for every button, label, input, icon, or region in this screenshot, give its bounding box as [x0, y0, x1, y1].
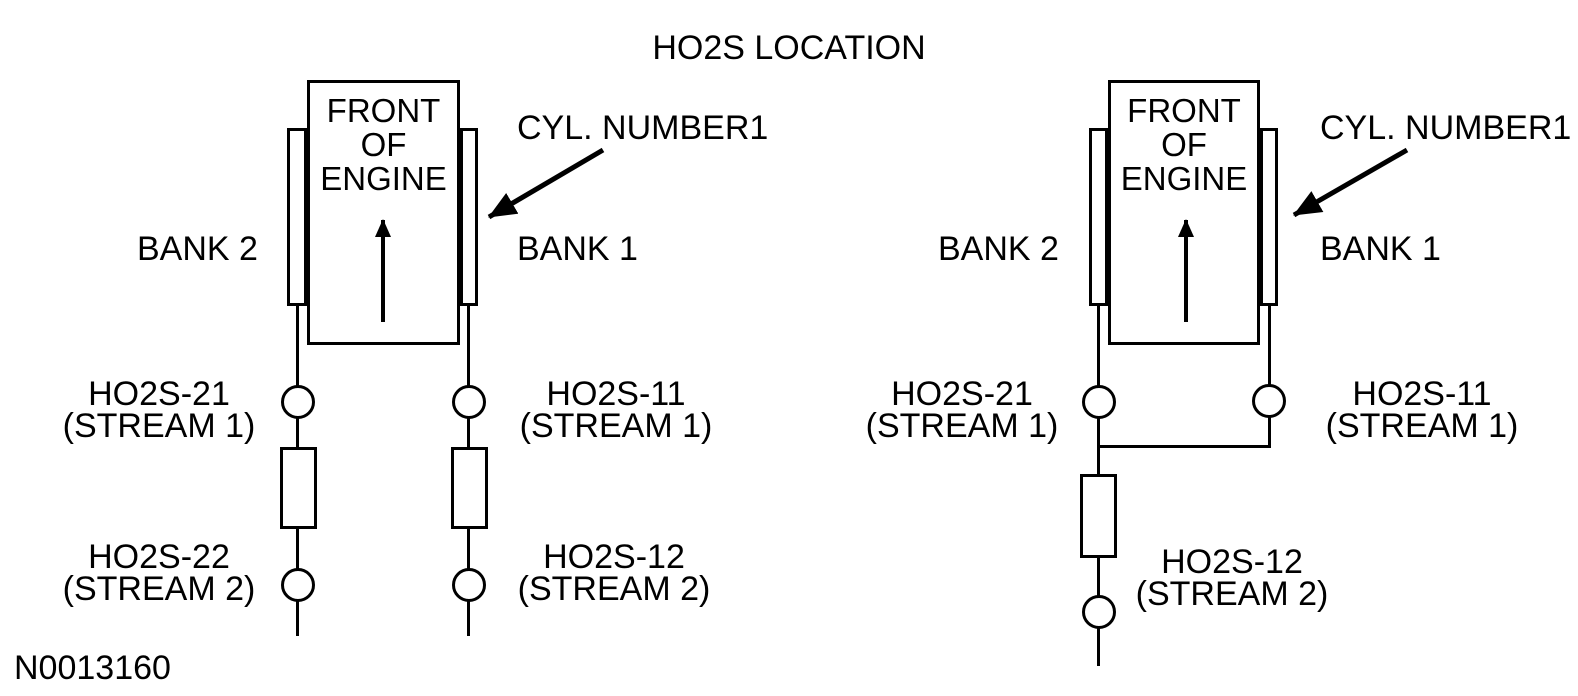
sensor-stream: (STREAM 1) [865, 407, 1059, 445]
right-diagram-front-of-engine-label: FRONT OF ENGINE [1108, 94, 1260, 196]
right-diagram-bank2-label: BANK 2 [938, 230, 1059, 268]
left-diagram-sensor-ho2s11-circle [452, 385, 486, 419]
right-diagram-bank1-rail [1260, 128, 1278, 306]
right-diagram-sensor-ho2s11-circle [1252, 384, 1286, 418]
right-diagram-label-ho2s12: HO2S-12 (STREAM 2) [1122, 543, 1342, 613]
right-diagram-label-ho2s21: HO2S-21 (STREAM 1) [852, 375, 1072, 445]
sensor-stream: (STREAM 1) [519, 407, 713, 445]
front-label-line3: ENGINE [1120, 160, 1248, 197]
left-diagram-label-ho2s22: HO2S-22 (STREAM 2) [49, 538, 269, 608]
right-diagram-bank1-label: BANK 1 [1320, 230, 1441, 268]
front-label-line2: OF [360, 126, 407, 163]
left-diagram-label-ho2s12: HO2S-12 (STREAM 2) [504, 538, 724, 608]
right-diagram-bank2-rail [1089, 128, 1108, 306]
sensor-name: HO2S-11 [546, 375, 686, 413]
figure-number: N0013160 [14, 649, 171, 687]
page-title: HO2S LOCATION [652, 29, 926, 67]
right-diagram-label-ho2s11: HO2S-11 (STREAM 1) [1312, 375, 1532, 445]
front-label-line1: FRONT [1127, 92, 1241, 129]
right-diagram-bank1-pipe [1268, 306, 1271, 448]
sensor-name: HO2S-22 [88, 538, 230, 576]
left-diagram-front-of-engine-label: FRONT OF ENGINE [307, 94, 460, 196]
right-diagram-converter [1080, 474, 1117, 558]
sensor-stream: (STREAM 1) [1325, 407, 1519, 445]
front-label-line3: ENGINE [320, 160, 447, 197]
right-diagram-cyl-number-label: CYL. NUMBER1 [1320, 109, 1572, 147]
right-cyl-number-pointer-arrow-icon [1292, 147, 1409, 218]
front-label-line2: OF [1161, 126, 1207, 163]
right-diagram-sensor-ho2s21-circle [1082, 385, 1116, 419]
left-diagram-sensor-ho2s12-circle [452, 568, 486, 602]
right-diagram-y-pipe-junction [1097, 445, 1271, 448]
left-diagram-label-ho2s21: HO2S-21 (STREAM 1) [49, 375, 269, 445]
right-diagram-sensor-ho2s12-circle [1082, 595, 1116, 629]
left-diagram-bank1-label: BANK 1 [517, 230, 638, 268]
sensor-stream: (STREAM 2) [1135, 575, 1329, 613]
sensor-name: HO2S-11 [1352, 375, 1492, 413]
sensor-name: HO2S-21 [88, 375, 230, 413]
sensor-stream: (STREAM 1) [62, 407, 256, 445]
sensor-stream: (STREAM 2) [62, 570, 256, 608]
front-label-line1: FRONT [326, 92, 441, 129]
left-diagram-bank2-rail [287, 128, 307, 306]
left-diagram-bank2-converter [280, 447, 317, 529]
left-diagram-bank1-converter [451, 447, 488, 529]
sensor-name: HO2S-12 [543, 538, 685, 576]
left-cyl-number-pointer-arrow-icon [487, 147, 605, 220]
left-diagram-bank1-rail [460, 128, 478, 306]
sensor-stream: (STREAM 2) [517, 570, 711, 608]
left-diagram-sensor-ho2s22-circle [281, 568, 315, 602]
left-diagram-label-ho2s11: HO2S-11 (STREAM 1) [506, 375, 726, 445]
left-diagram-cyl-number-label: CYL. NUMBER1 [517, 109, 769, 147]
left-diagram-sensor-ho2s21-circle [281, 385, 315, 419]
left-diagram-bank2-label: BANK 2 [137, 230, 258, 268]
sensor-name: HO2S-12 [1161, 543, 1303, 581]
sensor-name: HO2S-21 [891, 375, 1033, 413]
